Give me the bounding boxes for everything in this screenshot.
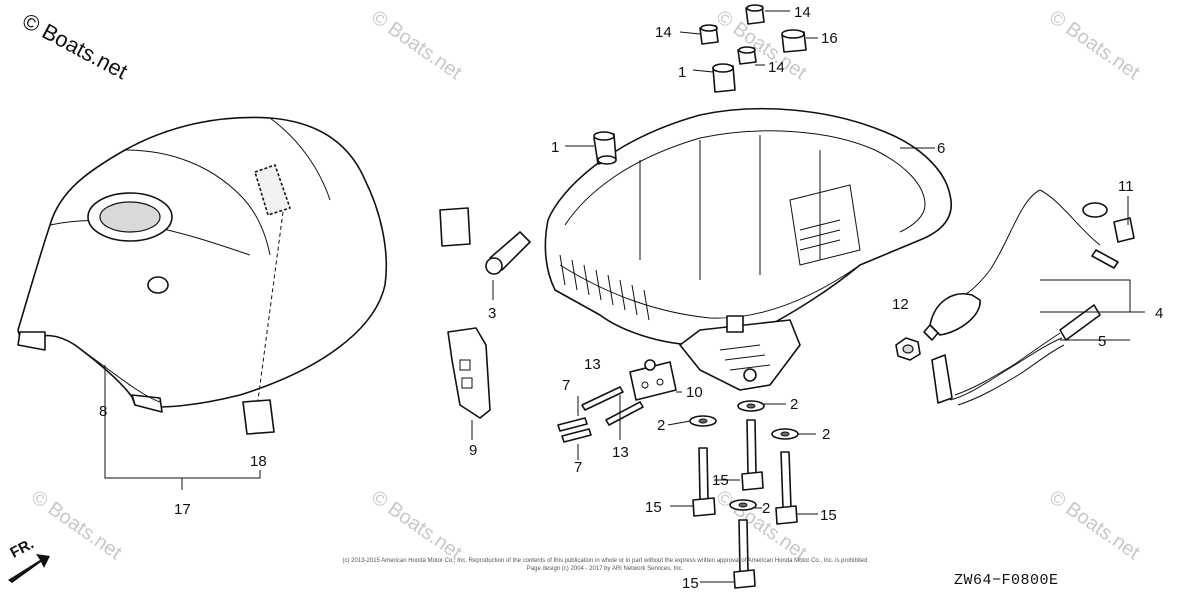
grommet-small-part[interactable] [699,24,719,45]
callout-7[interactable]: 7 [562,377,570,394]
callout-13[interactable]: 13 [612,444,629,461]
pin-part[interactable] [605,401,644,426]
bolt-part[interactable] [775,451,798,525]
callout-2[interactable]: 2 [762,500,770,517]
callout-14[interactable]: 14 [655,24,672,41]
grommet-cap-part[interactable] [781,29,807,53]
label-sticker-part[interactable] [242,211,284,435]
callout-2[interactable]: 2 [822,426,830,443]
bracket-part[interactable] [439,207,491,419]
callout-4[interactable]: 4 [1155,305,1163,322]
grommet-part[interactable] [593,131,617,165]
callout-18[interactable]: 18 [250,453,267,470]
watermark: © Boats.net [27,486,126,564]
engine-cover-part[interactable] [17,116,388,413]
watermark: © Boats.net [367,6,466,84]
plug-part[interactable] [485,231,531,275]
callout-labels: 1 1 2 2 2 2 3 4 5 6 7 7 8 9 10 11 12 13 … [99,4,1163,592]
watermark: © Boats.net [367,486,466,564]
diagram-code-label: ZW64−F0800E [954,572,1059,589]
grommet-small-part[interactable] [745,4,765,25]
callout-13[interactable]: 13 [584,356,601,373]
fitting-part[interactable] [629,359,677,401]
callout-12[interactable]: 12 [892,296,909,313]
grommet-part[interactable] [712,63,736,93]
grommet-small-part[interactable] [737,46,757,65]
callout-15[interactable]: 15 [712,472,729,489]
callout-8[interactable]: 8 [99,403,107,420]
watermark: © Boats.net [712,486,811,564]
lower-case-part[interactable] [544,107,952,391]
washer-part[interactable] [729,499,757,511]
callout-15[interactable]: 15 [820,507,837,524]
callout-7[interactable]: 7 [574,459,582,476]
callout-2[interactable]: 2 [657,417,665,434]
bolt-part[interactable] [733,519,756,589]
callout-15[interactable]: 15 [682,575,699,592]
leader-lines [104,10,1145,583]
callout-11[interactable]: 11 [1118,178,1134,195]
callout-16[interactable]: 16 [821,30,838,47]
callout-9[interactable]: 9 [469,442,477,459]
washer-part[interactable] [737,400,765,412]
callout-14[interactable]: 14 [794,4,811,21]
callout-1[interactable]: 1 [551,139,559,156]
front-arrow-icon [8,554,50,583]
callout-5[interactable]: 5 [1098,333,1106,350]
callout-1[interactable]: 1 [678,64,686,81]
washer-part[interactable] [771,428,799,440]
callout-10[interactable]: 10 [686,384,703,401]
watermark: © Boats.net [1045,6,1144,84]
washer-part[interactable] [689,415,717,427]
bolt-part[interactable] [692,447,716,517]
watermark: © Boats.net [1045,486,1144,564]
footer-copyright-text: (c) 2013-2015 American Honda Motor Co., … [342,558,868,564]
switch-harness-part[interactable] [923,189,1135,341]
pin-part[interactable] [581,386,624,411]
nut-part[interactable] [895,337,921,361]
callout-14[interactable]: 14 [768,59,785,76]
callout-6[interactable]: 6 [937,140,945,157]
bolt-part[interactable] [741,419,764,491]
collar-part[interactable] [557,417,588,432]
callout-15[interactable]: 15 [645,499,662,516]
collar-part[interactable] [561,428,592,443]
lower-case-ribs [559,254,650,321]
lanyard-part[interactable] [931,304,1101,406]
footer-page-design-text: Page design (c) 2004 - 2017 by ARI Netwo… [526,566,684,572]
callout-2[interactable]: 2 [790,396,798,413]
callout-17[interactable]: 17 [174,501,191,518]
callout-3[interactable]: 3 [488,305,496,322]
